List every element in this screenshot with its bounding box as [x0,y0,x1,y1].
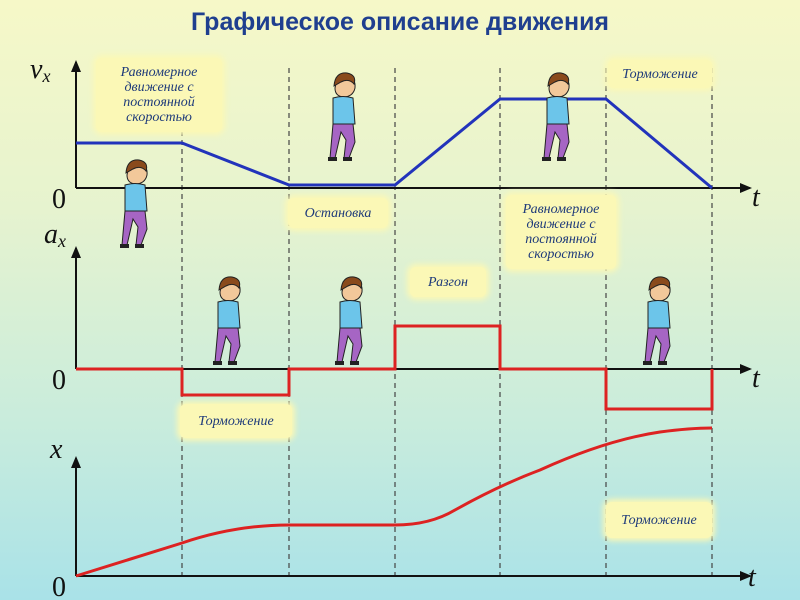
acceleration-t-label: t [752,363,761,394]
figure-standing-2 [212,276,241,366]
velocity-axis-label: vx [30,54,50,86]
note-braking-top: Торможение [608,60,712,88]
position-axis-label: x [49,434,63,465]
figure-running [334,276,363,366]
figure-standing-1 [327,72,356,162]
position-chart: x 0 t [49,426,757,600]
position-graph-line [75,426,713,578]
acceleration-graph-line [76,324,714,411]
figure-walking-3 [642,276,671,366]
velocity-t-label: t [752,182,761,213]
position-origin-label: 0 [52,572,66,600]
note-braking-bottom: Торможение [606,502,712,538]
acceleration-origin-label: 0 [52,365,66,396]
note-braking-mid: Торможение [180,404,292,438]
acceleration-axis-label: ax [44,219,66,251]
note-stop: Остановка [288,198,388,228]
velocity-chart: vx 0 t [30,54,761,215]
figure-walking-2 [541,72,570,162]
note-uniform-motion-2: Равномерное движение с постоянной скорос… [506,195,616,269]
note-acceleration: Разгон [410,267,486,297]
figure-walking-1 [119,159,148,249]
velocity-graph-line [76,97,713,190]
page-title: Графическое описание движения [190,8,610,36]
position-t-label: t [748,562,757,593]
velocity-origin-label: 0 [52,184,66,215]
acceleration-chart: ax 0 t [44,219,761,411]
note-uniform-motion-1: Равномерное движение с постоянной скорос… [96,58,222,132]
phase-divider-lines [181,68,713,580]
